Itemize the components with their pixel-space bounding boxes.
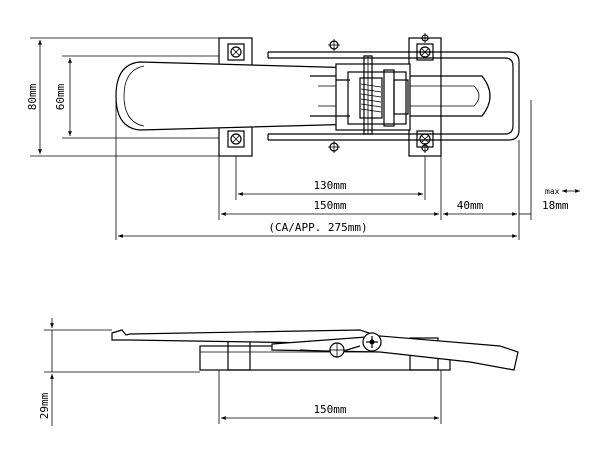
wire-bail bbox=[268, 51, 520, 141]
screw-hole-bottom-left bbox=[227, 130, 245, 148]
dim-29-label: 29mm bbox=[38, 392, 51, 419]
lever-handle bbox=[115, 61, 361, 131]
dim-total-label: (CA/APP. 275mm) bbox=[268, 221, 367, 234]
dim-18-max: max 18mm bbox=[519, 187, 580, 215]
dim-max-label: max bbox=[545, 187, 560, 196]
dim-150-side-label: 150mm bbox=[313, 403, 346, 416]
dim-40-label: 40mm bbox=[457, 199, 484, 212]
side-latch-link bbox=[271, 335, 519, 371]
screw-hole-top-left bbox=[227, 43, 245, 61]
dim-80-vertical: 80mm bbox=[26, 37, 219, 157]
side-main-pin bbox=[362, 332, 382, 352]
side-view: 29mm 150mm bbox=[38, 318, 519, 426]
dim-40: 40mm bbox=[443, 199, 517, 216]
base-plate-right bbox=[408, 37, 442, 157]
dim-150-top-label: 150mm bbox=[313, 199, 346, 212]
spring-mechanism bbox=[335, 55, 411, 135]
pin-right-top bbox=[421, 33, 429, 43]
slotted-link bbox=[310, 75, 491, 117]
dim-18-label: 18mm bbox=[542, 199, 569, 212]
dim-80-label: 80mm bbox=[26, 83, 39, 110]
dim-total: (CA/APP. 275mm) bbox=[118, 221, 517, 238]
dim-130-label: 130mm bbox=[313, 179, 346, 192]
dim-150-top: 150mm bbox=[221, 199, 439, 216]
pin-top bbox=[328, 39, 340, 51]
side-pivot-pin bbox=[329, 342, 345, 358]
dim-130: 130mm bbox=[238, 179, 423, 196]
dim-29-vertical: 29mm bbox=[38, 318, 200, 426]
pin-right-bottom bbox=[421, 143, 429, 153]
dim-60-label: 60mm bbox=[54, 83, 67, 110]
dim-60-vertical: 60mm bbox=[54, 55, 219, 139]
top-view: 80mm 60mm 130mm 150mm 40mm bbox=[26, 33, 580, 240]
pin-bottom bbox=[328, 141, 340, 153]
dim-150-side: 150mm bbox=[221, 403, 439, 420]
